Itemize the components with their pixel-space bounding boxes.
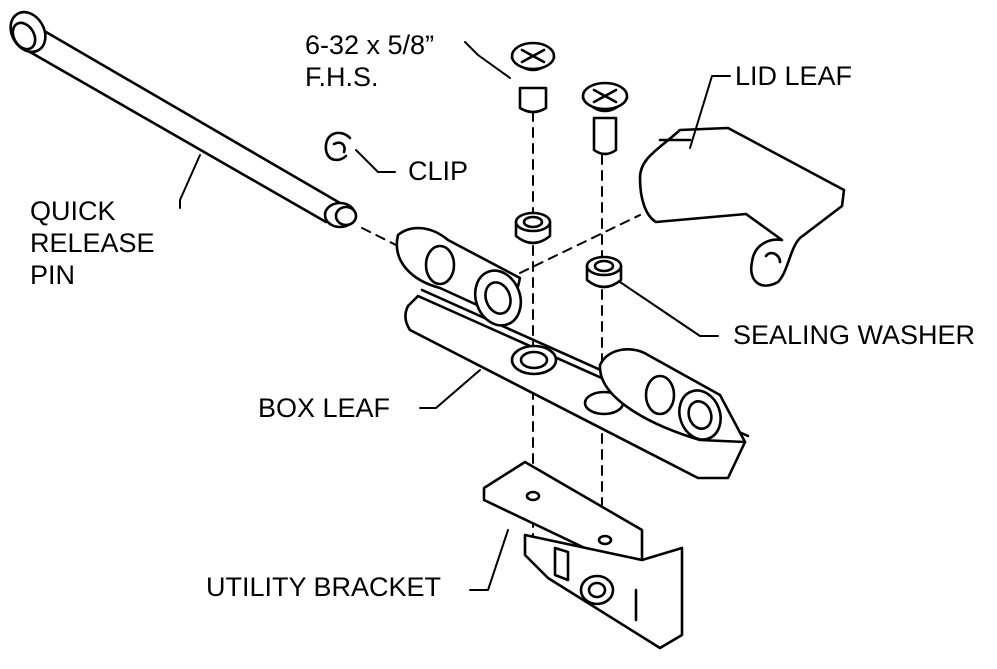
utility-bracket: [482, 460, 684, 650]
sealing-washer-right: [585, 255, 623, 289]
lid-leaf: [638, 126, 846, 287]
label-screw-type: F.H.S.: [305, 62, 379, 92]
leader-lines: [179, 41, 731, 591]
clip: [324, 131, 352, 162]
label-screw-size: 6-32 x 5/8”: [305, 30, 435, 60]
flat-head-screw-left: [510, 41, 556, 114]
label-pin-line-3: PIN: [30, 260, 76, 290]
box-leaf: [395, 226, 750, 480]
label-pin-line-2: RELEASE: [30, 228, 155, 258]
label-clip: CLIP: [408, 156, 469, 186]
flat-head-screw-right: [581, 81, 629, 156]
label-lid-leaf: LID LEAF: [735, 61, 853, 91]
label-utility-bracket: UTILITY BRACKET: [206, 572, 442, 602]
label-pin-line-1: QUICK: [30, 196, 116, 226]
label-sealing-washer: SEALING WASHER: [733, 320, 976, 350]
label-box-leaf: BOX LEAF: [258, 393, 391, 423]
quick-release-pin: [9, 10, 358, 229]
sealing-washer-left: [514, 211, 552, 245]
